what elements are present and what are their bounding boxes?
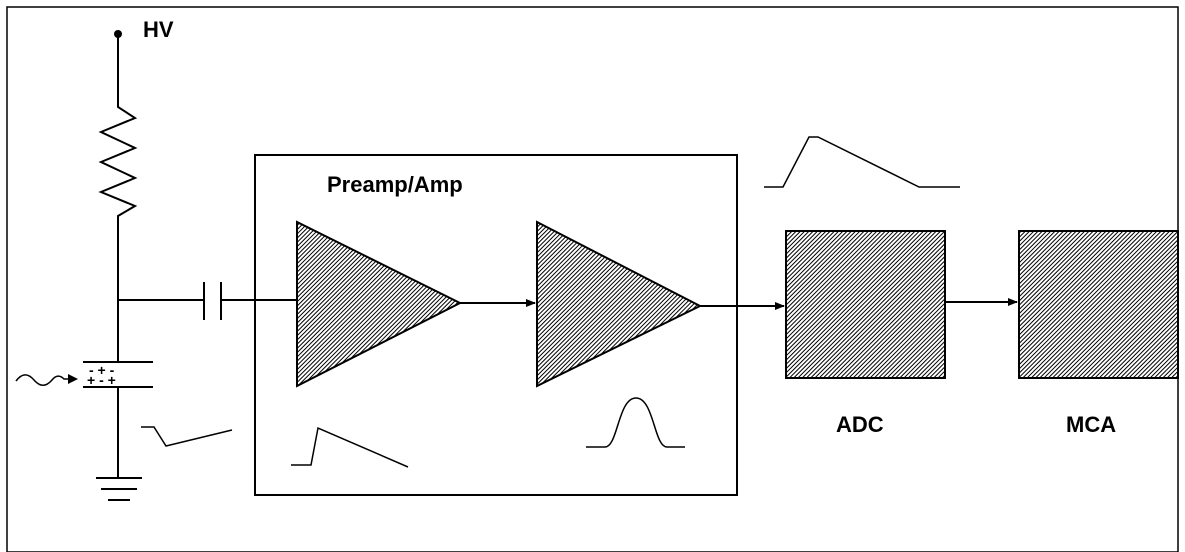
detector-charges-top: - + -	[89, 362, 115, 378]
adc-block	[785, 230, 946, 379]
capacitor-icon	[203, 282, 222, 320]
preamp-triangle	[296, 220, 463, 388]
mca-label: MCA	[1066, 412, 1116, 437]
amp-triangle	[536, 220, 703, 388]
adc-label: ADC	[836, 412, 884, 437]
detector-pulse-waveform	[141, 426, 233, 447]
hv-label: HV	[143, 17, 174, 42]
detector-charges-bottom: + - +	[87, 372, 116, 388]
resistor-icon	[98, 97, 138, 226]
preamp-amp-label: Preamp/Amp	[327, 172, 463, 197]
adc-input-waveform	[764, 136, 960, 188]
mca-block	[1018, 230, 1179, 379]
detector: - + - + - +	[83, 361, 153, 388]
preamp-amp-box	[254, 154, 738, 496]
wavy-arrow-icon	[15, 374, 78, 386]
ground-icon	[96, 477, 142, 501]
shaped-pulse-waveform	[586, 397, 685, 448]
preamp-pulse-waveform	[291, 426, 409, 468]
